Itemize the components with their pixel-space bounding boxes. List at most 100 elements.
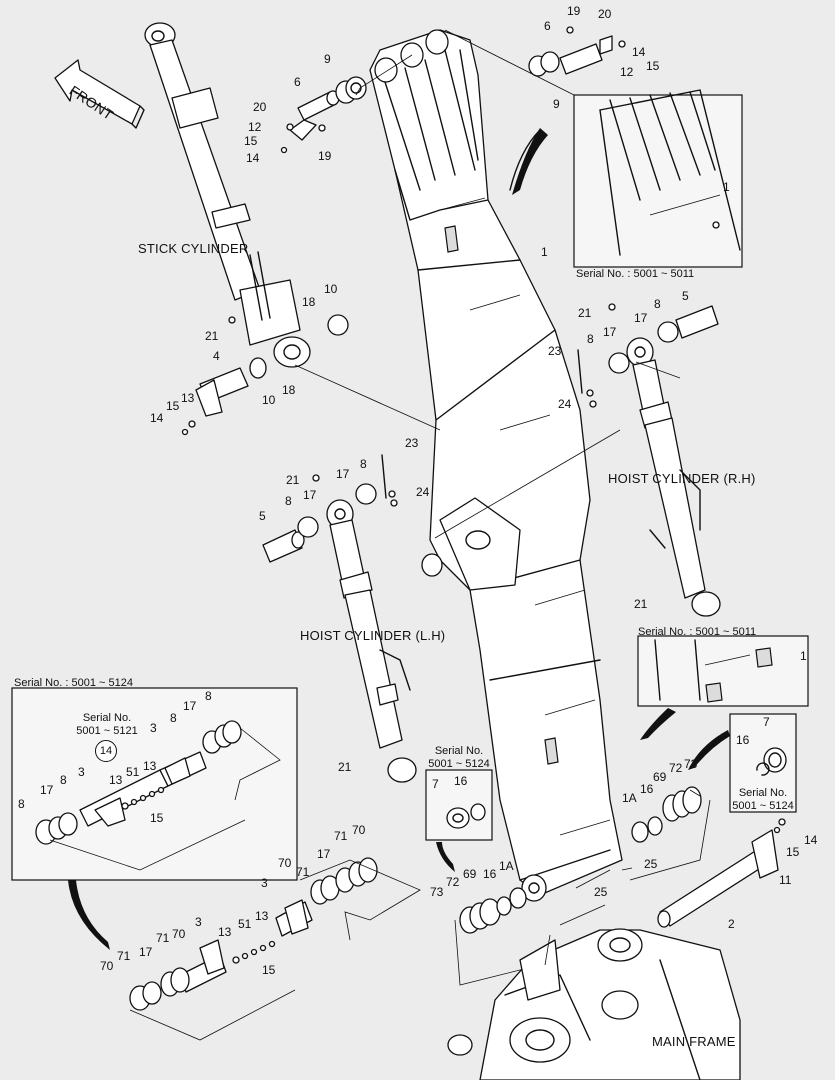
part-label-73: 73 <box>684 757 698 771</box>
circled-part-number: 14 <box>95 740 117 762</box>
part-label-16d: 16 <box>483 867 497 881</box>
part-label-19b: 19 <box>318 149 332 163</box>
part-label-3d: 3 <box>195 915 202 929</box>
part-label-71: 71 <box>296 865 310 879</box>
part-label-7: 7 <box>763 715 770 729</box>
part-label-71b: 71 <box>334 829 348 843</box>
part-label-51b: 51 <box>238 917 252 931</box>
part-label-1c: 1 <box>800 649 807 663</box>
part-label-71d: 71 <box>156 931 170 945</box>
hoist-lh-pin-group <box>262 454 398 563</box>
top-right-pin-group <box>528 26 626 77</box>
part-label-15: 15 <box>646 59 660 73</box>
left-serial-box <box>11 687 298 950</box>
hoist-cylinder-lh-drawing <box>326 499 417 783</box>
part-label-69b: 69 <box>463 867 477 881</box>
part-label-25: 25 <box>644 857 658 871</box>
part-label-2: 2 <box>728 917 735 931</box>
part-label-7b: 7 <box>432 777 439 791</box>
part-label-8c: 8 <box>360 457 367 471</box>
part-label-5b: 5 <box>259 509 266 523</box>
part-label-9b: 9 <box>324 52 331 66</box>
part-label-11: 11 <box>779 873 792 887</box>
hoist-cylinder-lh-label: HOIST CYLINDER (L.H) <box>300 628 446 643</box>
part-label-18b: 18 <box>282 383 296 397</box>
part-label-70: 70 <box>278 856 292 870</box>
part-label-5: 5 <box>682 289 689 303</box>
part-label-17b: 17 <box>603 325 617 339</box>
hoist-cylinder-rh-drawing <box>626 337 721 617</box>
part-label-13b: 13 <box>109 773 123 787</box>
part-label-23b: 23 <box>405 436 419 450</box>
part-label-17c: 17 <box>336 467 350 481</box>
part-label-21b: 21 <box>578 306 592 320</box>
part-label-23: 23 <box>548 344 562 358</box>
part-label-3: 3 <box>150 721 157 735</box>
part-label-71c: 71 <box>117 949 131 963</box>
part-label-14: 14 <box>632 45 646 59</box>
part-label-24b: 24 <box>416 485 430 499</box>
part-label-17e: 17 <box>183 699 197 713</box>
serial-right-small-2: 5001 ~ 5124 <box>732 800 794 812</box>
part-label-72b: 72 <box>446 875 460 889</box>
part-label-17f: 17 <box>40 783 54 797</box>
part-label-10b: 10 <box>262 393 276 407</box>
part-label-3b: 3 <box>78 765 85 779</box>
part-label-10: 10 <box>324 282 338 296</box>
center-small-box <box>425 769 493 872</box>
part-label-13c: 13 <box>143 759 157 773</box>
part-label-15d: 15 <box>786 845 800 859</box>
part-label-8: 8 <box>654 297 661 311</box>
part-label-4: 4 <box>213 349 220 363</box>
stick-cylinder-drawing <box>144 22 311 368</box>
stick-lower-pin-group <box>181 314 349 436</box>
right-small-box <box>688 713 797 813</box>
part-label-8d: 8 <box>285 494 292 508</box>
part-label-70c: 70 <box>100 959 114 973</box>
lower-right-pin-stack <box>629 786 711 881</box>
serial-left-inner-1: Serial No. <box>82 712 132 724</box>
part-label-21c: 21 <box>286 473 300 487</box>
part-label-17d: 17 <box>303 488 317 502</box>
part-label-1b: 1 <box>541 245 548 259</box>
part-label-72: 72 <box>669 761 683 775</box>
part-label-8f: 8 <box>170 711 177 725</box>
top-right-inset <box>444 29 743 268</box>
serial-right-small-1: Serial No. <box>738 787 788 799</box>
part-label-73b: 73 <box>430 885 444 899</box>
serial-top-right: Serial No. : 5001 ~ 5011 <box>576 268 695 280</box>
serial-center-1: Serial No. <box>434 745 484 757</box>
part-label-18: 18 <box>302 295 316 309</box>
part-label-1a: 1 <box>723 180 730 194</box>
part-label-16b: 16 <box>454 774 468 788</box>
part-label-21e: 21 <box>338 760 352 774</box>
part-label-21d: 21 <box>634 597 648 611</box>
part-label-1Ab: 1A <box>499 859 514 873</box>
part-label-6: 6 <box>544 19 551 33</box>
part-label-20: 20 <box>598 7 612 21</box>
part-label-15e: 15 <box>150 811 164 825</box>
part-label-6b: 6 <box>294 75 301 89</box>
part-label-8h: 8 <box>60 773 67 787</box>
boom-body <box>369 29 623 902</box>
part-label-16c: 16 <box>640 782 654 796</box>
part-label-25b: 25 <box>594 885 608 899</box>
part-label-8e: 8 <box>205 689 212 703</box>
part-label-16: 16 <box>736 733 750 747</box>
part-label-17: 17 <box>634 311 648 325</box>
serial-left-inner-2: 5001 ~ 5121 <box>76 725 138 737</box>
part-label-14d: 14 <box>804 833 818 847</box>
part-label-24: 24 <box>558 397 572 411</box>
part-label-8g: 8 <box>18 797 25 811</box>
front-arrow-icon <box>54 59 145 129</box>
part-label-1A: 1A <box>622 791 637 805</box>
serial-left-box: Serial No. : 5001 ~ 5124 <box>14 677 133 689</box>
main-frame-drawing <box>447 904 741 1080</box>
part-label-13: 13 <box>181 391 195 405</box>
part-label-14b: 14 <box>246 151 260 165</box>
serial-center-2: 5001 ~ 5124 <box>428 758 490 770</box>
serial-mid-right: Serial No. : 5001 ~ 5011 <box>638 626 757 638</box>
part-label-21: 21 <box>205 329 219 343</box>
